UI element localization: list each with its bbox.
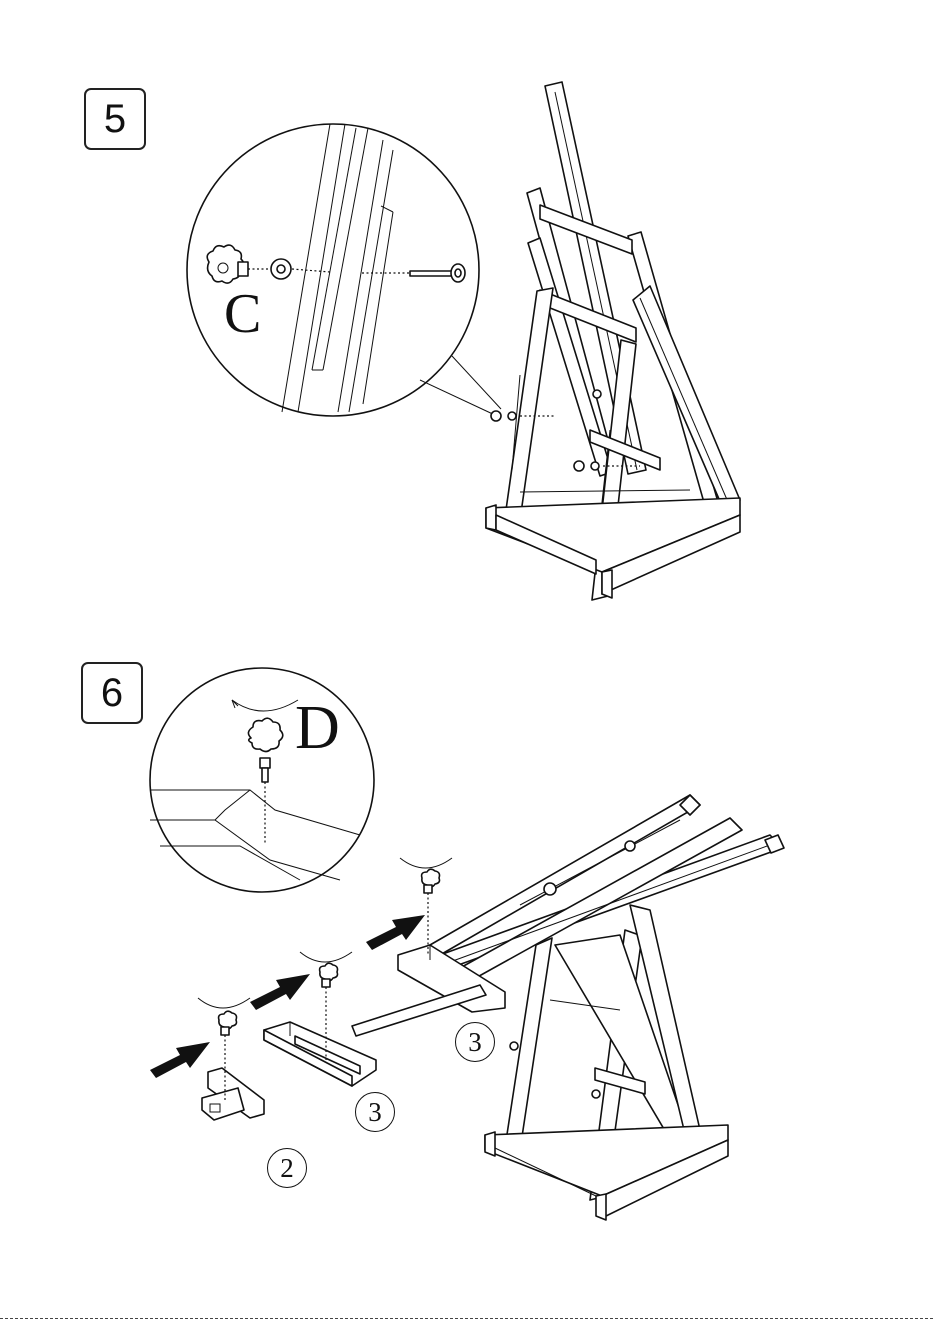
part-number-tray-support: 3 bbox=[455, 1022, 495, 1062]
page-bottom-rule bbox=[0, 1318, 933, 1319]
step5-detail-zoom bbox=[187, 124, 501, 416]
washer-icon bbox=[271, 259, 291, 279]
clamp-block bbox=[202, 1068, 264, 1120]
easel-upright bbox=[486, 82, 740, 600]
arrow-icon bbox=[150, 915, 425, 1078]
part-number-tray-shelf: 3 bbox=[355, 1092, 395, 1132]
part-number-clamp-block: 2 bbox=[267, 1148, 307, 1188]
part-letter-d: D bbox=[295, 697, 340, 759]
part-letter-c: C bbox=[224, 286, 261, 342]
easel-tilted bbox=[352, 795, 784, 1220]
step6-detail-zoom bbox=[150, 668, 374, 892]
